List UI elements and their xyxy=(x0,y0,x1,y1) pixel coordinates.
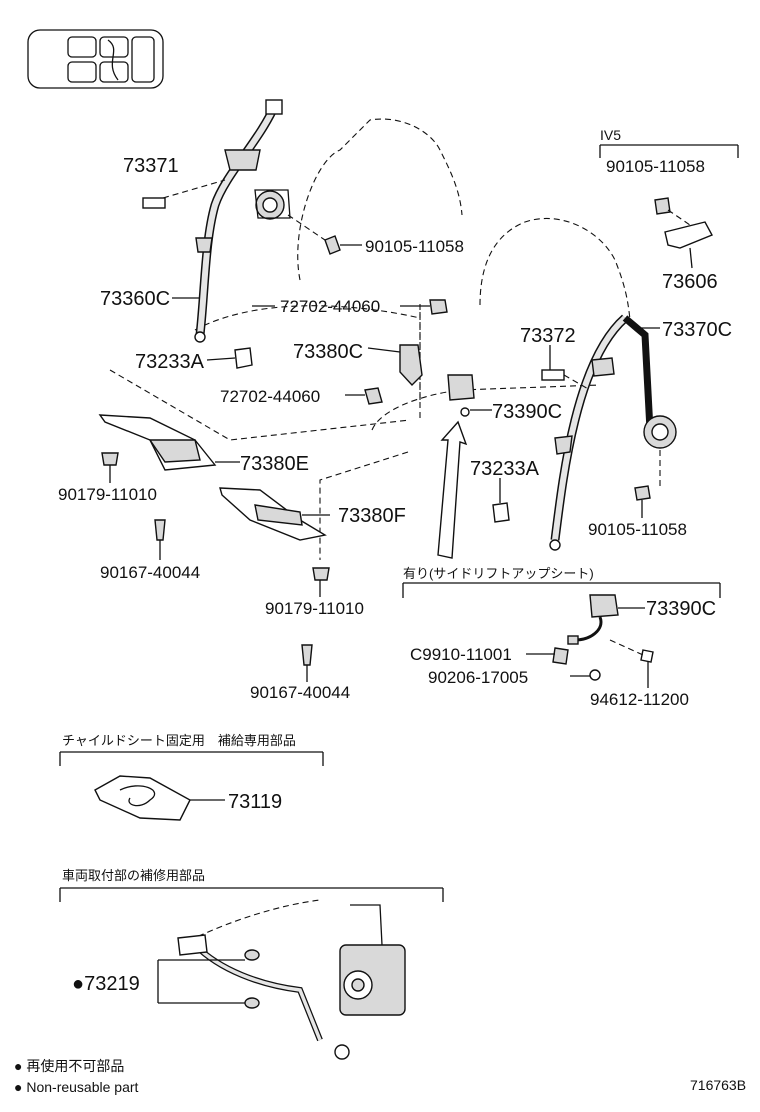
label-73380f: 73380F xyxy=(338,505,406,527)
cover-73371 xyxy=(142,197,166,209)
cover-73372 xyxy=(541,345,591,391)
side-lift-group xyxy=(402,582,721,688)
label-child-seat: チャイルドシート固定用 補給専用部品 xyxy=(62,733,296,748)
label-90179-11010-a: 90179-11010 xyxy=(58,485,157,504)
label-iv5: IV5 xyxy=(600,127,621,143)
label-90105-11058-b: 90105-11058 xyxy=(606,157,705,176)
label-90206-17005: 90206-17005 xyxy=(428,668,528,687)
bolt-90105-right xyxy=(634,450,661,518)
leader-lines xyxy=(172,297,275,307)
label-73390c-a: 73390C xyxy=(492,401,562,423)
vehicle-mount-group xyxy=(59,887,444,1060)
buckle-73390c-upper xyxy=(447,374,492,417)
label-side-lift: 有り(サイドリフトアップシート) xyxy=(403,566,594,581)
cover-73233a-right xyxy=(492,478,510,523)
label-73390c-b: 73390C xyxy=(646,598,716,620)
label-73233a-b: 73233A xyxy=(470,458,540,480)
bolt-72702-upper xyxy=(400,299,448,420)
label-73606: 73606 xyxy=(662,271,718,293)
bracket-73380e xyxy=(98,414,240,471)
child-seat-group xyxy=(59,751,324,821)
label-73380c: 73380C xyxy=(293,341,363,363)
bolt-72702-lower xyxy=(345,387,383,405)
iv5-group xyxy=(599,144,739,269)
seat-belt-assembly-right xyxy=(549,314,677,551)
buckle-73380c xyxy=(367,344,423,387)
label-90105-11058-c: 90105-11058 xyxy=(588,520,687,539)
legend-japanese: ● 再使用不可部品 xyxy=(14,1058,124,1074)
nut-90179-a xyxy=(101,452,119,483)
label-c9910-11001: C9910-11001 xyxy=(410,645,512,664)
label-73380e: 73380E xyxy=(240,453,309,475)
seat-layout-icon xyxy=(27,29,164,89)
bolt-90167-a xyxy=(154,519,166,560)
label-73360c: 73360C xyxy=(100,288,170,310)
label-90167-40044-a: 90167-40044 xyxy=(100,563,200,582)
label-73370c: 73370C xyxy=(662,319,732,341)
legend-english: ● Non-reusable part xyxy=(14,1079,139,1095)
seat-outline-left xyxy=(109,118,463,441)
label-73372: 73372 xyxy=(520,325,576,347)
label-72702-44060-b: 72702-44060 xyxy=(220,387,320,406)
label-73371: 73371 xyxy=(123,155,179,177)
diagram-id: 716763B xyxy=(690,1077,746,1093)
label-vehicle-mount: 車両取付部の補修用部品 xyxy=(62,868,205,883)
bolt-90105-left xyxy=(287,214,362,255)
seat-belt-assembly-left xyxy=(194,99,291,343)
bracket-73380f xyxy=(219,487,330,541)
cover-73233a-left xyxy=(206,347,253,369)
direction-arrow xyxy=(437,420,468,559)
bolt-90167-b xyxy=(301,644,313,682)
nut-90179-b xyxy=(312,567,330,597)
label-73233a-a: 73233A xyxy=(135,351,205,373)
label-72702-44060-a: 72702-44060 xyxy=(280,297,380,316)
label-90167-40044-b: 90167-40044 xyxy=(250,683,350,702)
label-94612-11200: 94612-11200 xyxy=(590,690,689,709)
label-90105-11058-a: 90105-11058 xyxy=(365,237,464,256)
label-73219: ●73219 xyxy=(72,973,140,995)
label-73119: 73119 xyxy=(228,791,282,813)
label-90179-11010-b: 90179-11010 xyxy=(265,599,364,618)
